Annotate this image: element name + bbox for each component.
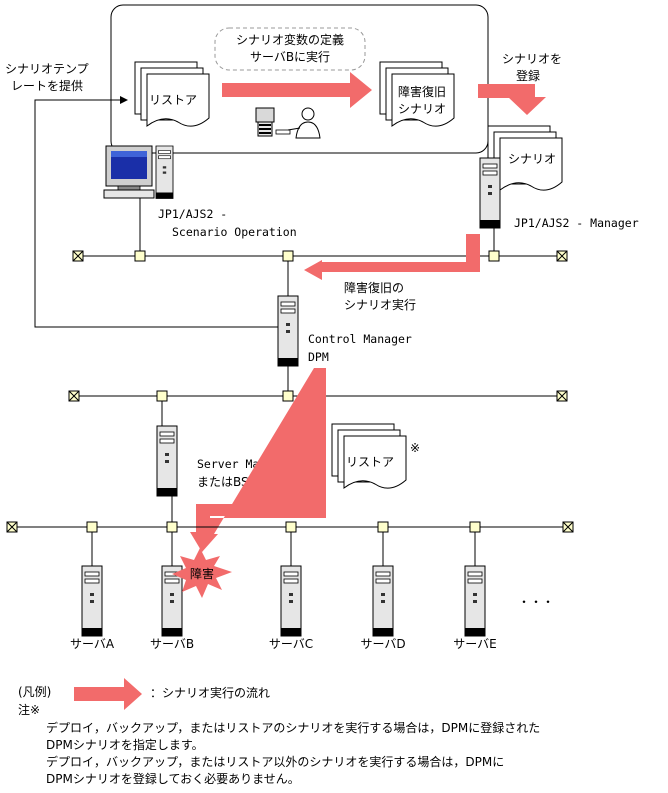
lan-3-node bbox=[86, 521, 98, 533]
note-line-3: デプロイ，バックアップ，またはリストア以外のシナリオを実行する場合は，DPMに bbox=[46, 755, 505, 769]
variable-definition-label-2: サーバBに実行 bbox=[250, 49, 330, 64]
scenario-doc-label: シナリオ bbox=[508, 152, 556, 166]
server-a bbox=[81, 565, 103, 637]
server-e bbox=[464, 565, 486, 637]
server-c-label: サーバC bbox=[269, 637, 313, 651]
lan-2-terminator-left bbox=[68, 390, 80, 402]
legend-title: (凡例) bbox=[18, 685, 52, 699]
lan-3-node bbox=[166, 521, 178, 533]
fault-label: 障害 bbox=[190, 566, 214, 581]
register-label-2: 登録 bbox=[516, 68, 540, 83]
template-arrowhead bbox=[120, 96, 128, 104]
lan-1-node bbox=[488, 250, 500, 262]
lan-1-terminator-right bbox=[556, 250, 568, 262]
scenario-operation-label-1: JP1/AJS2 - bbox=[158, 207, 227, 221]
ajs2-manager-label: JP1/AJS2 - Manager bbox=[514, 216, 639, 230]
lan-3-node bbox=[469, 521, 481, 533]
note-title: 注※ bbox=[18, 703, 41, 717]
server-e-label: サーバE bbox=[453, 637, 496, 651]
lan-2-node bbox=[282, 390, 294, 402]
execute-label-1: 障害復旧の bbox=[344, 280, 404, 295]
operator-icon bbox=[255, 107, 321, 139]
control-manager-label-2: DPM bbox=[308, 350, 329, 364]
scenario-flow-arrow-execute bbox=[304, 234, 480, 280]
control-manager-server bbox=[277, 295, 299, 367]
variable-definition-cloud bbox=[214, 27, 366, 71]
note-line-1: デプロイ，バックアップ，またはリストアのシナリオを実行する場合は，DPMに登録さ… bbox=[46, 721, 541, 735]
ajs2-manager-server bbox=[479, 157, 501, 229]
lan-3-node bbox=[377, 521, 389, 533]
scenario-operation-pc bbox=[103, 145, 174, 199]
scenario-flow-arrow-1 bbox=[222, 72, 372, 108]
recovery-doc-label-2: シナリオ bbox=[398, 102, 446, 116]
variable-definition-label-1: シナリオ変数の定義 bbox=[236, 32, 344, 47]
scenario-operation-label-2: Scenario Operation bbox=[172, 225, 297, 239]
template-label-1: シナリオテンプ bbox=[5, 62, 89, 76]
note-line-4: DPMシナリオを登録しておく必要ありません。 bbox=[46, 772, 300, 786]
lan-1-node bbox=[282, 250, 294, 262]
scenario-flow-arrow-register bbox=[478, 84, 546, 115]
server-b-label: サーバB bbox=[150, 637, 194, 651]
lan-3-node bbox=[285, 521, 297, 533]
server-d bbox=[372, 565, 394, 637]
legend-arrow bbox=[74, 678, 142, 710]
lan-2-node bbox=[156, 390, 168, 402]
recovery-doc-label-1: 障害復旧 bbox=[398, 84, 446, 99]
fault-burst bbox=[172, 548, 232, 598]
lan-3-terminator-left bbox=[6, 521, 18, 533]
server-a-label: サーバA bbox=[70, 637, 115, 651]
lan-2-terminator-right bbox=[556, 390, 568, 402]
legend-flow-label: ：シナリオ実行の流れ bbox=[150, 686, 271, 700]
lan-3-terminator-right bbox=[562, 521, 574, 533]
lan-1-terminator-left bbox=[72, 250, 84, 262]
register-label-1: シナリオを bbox=[502, 52, 562, 66]
lan-1-node bbox=[134, 250, 146, 262]
note-mark: ※ bbox=[410, 441, 420, 455]
template-label-2: レートを提供 bbox=[11, 78, 83, 93]
server-c bbox=[280, 565, 302, 637]
ellipsis: ・・・ bbox=[518, 595, 554, 609]
server-manager-server bbox=[156, 425, 178, 497]
server-d-label: サーバD bbox=[360, 637, 405, 651]
restore-document-2-label: リストア bbox=[346, 455, 394, 469]
note-line-2: DPMシナリオを指定します。 bbox=[46, 738, 204, 752]
control-manager-label-1: Control Manager bbox=[308, 332, 412, 346]
restore-document-label: リストア bbox=[149, 93, 197, 107]
execute-label-2: シナリオ実行 bbox=[344, 297, 416, 312]
